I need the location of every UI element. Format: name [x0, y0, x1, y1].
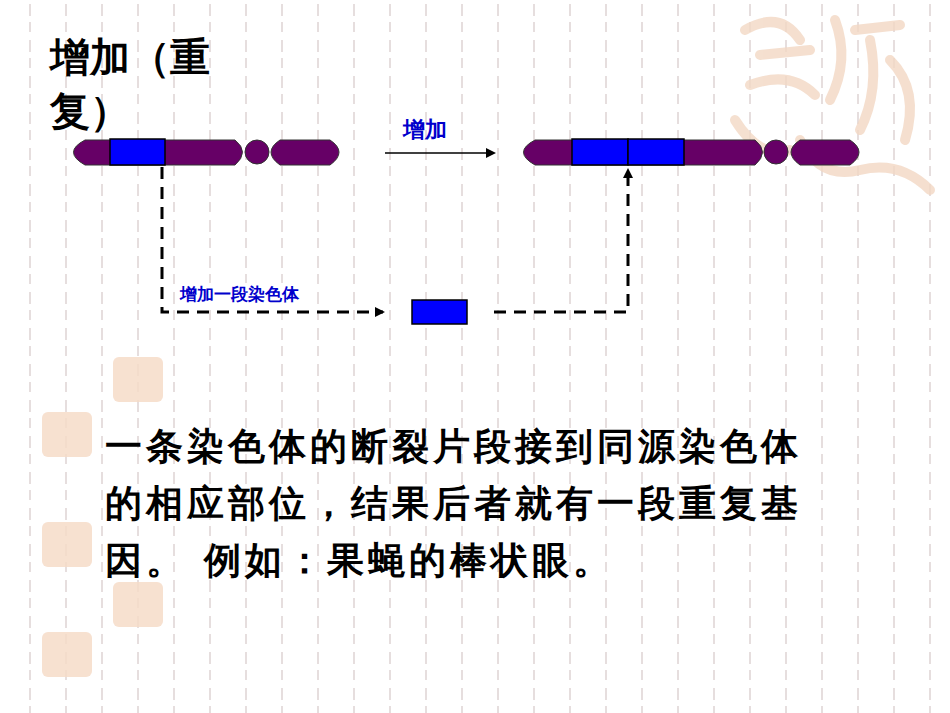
slide-title: 增加（重复） — [50, 30, 240, 138]
body-text: 一条染色体的断裂片段接到同源染色体的相应部位，结果后者就有一段重复基因。 例如：… — [105, 418, 805, 589]
dashed-path-label: 增加一段染色体 — [178, 283, 301, 305]
arrow-label: 增加 — [403, 116, 447, 144]
